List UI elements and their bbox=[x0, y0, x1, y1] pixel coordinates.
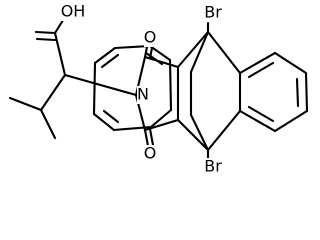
central-top-bridge bbox=[176, 30, 210, 69]
central-bottom-bridge bbox=[176, 118, 210, 152]
nitrogen-label: N bbox=[137, 85, 149, 104]
molecule-structure-diagram: OH N O O Br Br bbox=[8, 1, 309, 176]
oh-label-background bbox=[61, 3, 85, 21]
bond-isopropyl-left bbox=[8, 96, 43, 112]
bridge-bottom-left bbox=[143, 118, 180, 132]
right-ring-bond-1 bbox=[238, 51, 277, 75]
central-bottom-to-right-ring bbox=[206, 109, 242, 152]
central-top-to-right-ring bbox=[206, 30, 242, 75]
left-ring-bond-4 bbox=[168, 58, 173, 112]
br-bottom-label-background bbox=[201, 158, 225, 176]
right-ring-inner-double-2 bbox=[295, 77, 300, 108]
left-ring-bond-1 bbox=[93, 46, 117, 65]
carbonyl-bottom-label: O bbox=[144, 144, 157, 163]
molecule-svg: OH N O O Br Br bbox=[8, 2, 309, 176]
right-ring-inner-double-1 bbox=[247, 61, 275, 79]
left-ring-inner-double-3 bbox=[102, 109, 120, 124]
central-right-top bbox=[189, 30, 210, 74]
bond-isopropyl-down bbox=[39, 108, 57, 140]
bromine-top-label: Br bbox=[204, 3, 222, 22]
bond-acid-to-alpha bbox=[53, 31, 67, 77]
imide-bottom-carbonyl-o-1 bbox=[143, 128, 150, 148]
bromine-bottom-label: Br bbox=[204, 157, 222, 176]
right-ring-bond-5 bbox=[238, 109, 277, 133]
right-ring-bond-4 bbox=[273, 109, 309, 133]
n-label-background bbox=[137, 86, 150, 104]
carbonyl-top-label: O bbox=[144, 28, 157, 47]
o-bottom-label-background bbox=[144, 145, 157, 163]
bond-c-o-double-1 bbox=[34, 30, 57, 35]
left-ring-bond-3 bbox=[148, 44, 172, 62]
bond-c-o-double-2 bbox=[35, 37, 57, 42]
left-ring-bond-7 bbox=[92, 112, 116, 132]
left-ring-bond-5 bbox=[149, 108, 173, 129]
o-top-label-background bbox=[144, 29, 157, 47]
right-ring-bond-3 bbox=[304, 71, 309, 113]
left-ring-inner-double-1 bbox=[100, 53, 120, 69]
right-ring-bond-2 bbox=[273, 51, 308, 75]
label-backgrounds bbox=[61, 3, 225, 176]
bridge-top-left bbox=[143, 55, 180, 69]
left-ring-bond-8 bbox=[92, 61, 97, 116]
br-top-label-background bbox=[201, 4, 225, 22]
central-right-bottom bbox=[189, 113, 210, 152]
bond-alpha-to-n bbox=[63, 73, 138, 97]
atom-labels: OH N O O Br Br bbox=[61, 2, 223, 176]
bond-network bbox=[8, 15, 309, 160]
imide-bottom-carbonyl-o-2 bbox=[148, 127, 155, 147]
bond-alpha-to-isopropyl bbox=[39, 73, 67, 112]
hydroxyl-label: OH bbox=[61, 2, 86, 21]
right-ring-inner-double-3 bbox=[247, 105, 275, 123]
